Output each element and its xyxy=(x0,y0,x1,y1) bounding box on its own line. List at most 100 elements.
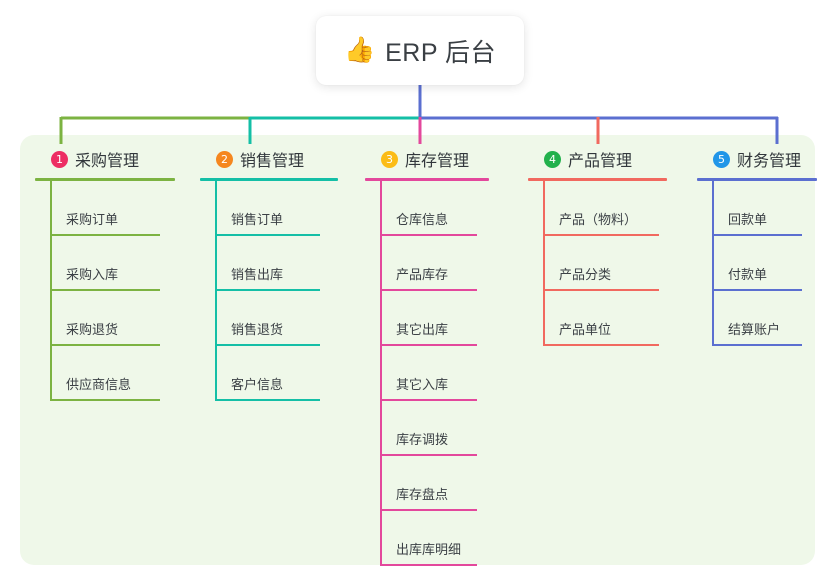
leaf-item-rule xyxy=(50,289,160,291)
leaf-item-label: 其它出库 xyxy=(396,322,449,337)
leaf-item-rule xyxy=(380,454,477,456)
column-title: 销售管理 xyxy=(240,153,305,170)
column-header-3[interactable]: 3 库存管理 xyxy=(365,146,477,172)
column-items: 采购订单采购入库采购退货供应商信息 xyxy=(35,181,163,401)
leaf-item[interactable]: 仓库信息 xyxy=(365,181,477,236)
column-header-5[interactable]: 5 财务管理 xyxy=(697,146,805,172)
column-5: 5 财务管理回款单付款单结算账户 xyxy=(697,146,817,346)
column-items: 产品（物料） 产品分类产品单位 xyxy=(528,181,659,346)
leaf-item[interactable]: 采购入库 xyxy=(35,236,163,291)
leaf-item[interactable]: 采购退货 xyxy=(35,291,163,346)
column-2: 2 销售管理销售订单销售出库销售退货客户信息 xyxy=(200,146,338,401)
column-4: 4 产品管理产品（物料） 产品分类产品单位 xyxy=(528,146,667,346)
leaf-item[interactable]: 产品库存 xyxy=(365,236,477,291)
leaf-item[interactable]: 供应商信息 xyxy=(35,346,163,401)
diagram-panel xyxy=(20,135,815,565)
column-1: 1 采购管理采购订单采购入库采购退货供应商信息 xyxy=(35,146,175,401)
leaf-item-rule xyxy=(50,399,160,401)
column-title: 财务管理 xyxy=(737,153,802,170)
leaf-item-rule xyxy=(380,564,477,566)
leaf-item[interactable]: 结算账户 xyxy=(697,291,805,346)
column-number-badge: 3 xyxy=(381,150,398,168)
leaf-item[interactable]: 产品分类 xyxy=(528,236,659,291)
leaf-item-label: 仓库信息 xyxy=(396,212,449,227)
column-number-badge: 1 xyxy=(51,150,68,168)
leaf-item-rule xyxy=(380,399,477,401)
leaf-item[interactable]: 客户信息 xyxy=(200,346,326,401)
leaf-item-rule xyxy=(543,289,659,291)
column-number-badge: 5 xyxy=(713,150,730,168)
column-items: 回款单付款单结算账户 xyxy=(697,181,805,346)
leaf-item-label: 销售订单 xyxy=(231,212,284,227)
column-spine xyxy=(543,181,545,346)
leaf-item[interactable]: 回款单 xyxy=(697,181,805,236)
leaf-item-label: 付款单 xyxy=(728,267,768,282)
leaf-item-label: 库存盘点 xyxy=(396,487,449,502)
column-number-badge: 4 xyxy=(544,150,561,168)
leaf-item[interactable]: 库存盘点 xyxy=(365,456,477,511)
column-header-1[interactable]: 1 采购管理 xyxy=(35,146,163,172)
leaf-item-rule xyxy=(215,399,320,401)
leaf-item-rule xyxy=(215,289,320,291)
column-header-rule xyxy=(365,178,489,181)
leaf-item-label: 产品库存 xyxy=(396,267,449,282)
leaf-item-label: 采购入库 xyxy=(66,267,119,282)
column-spine xyxy=(712,181,714,346)
column-items: 仓库信息产品库存其它出库其它入库库存调拨库存盘点出库库明细 xyxy=(365,181,477,566)
column-items: 销售订单销售出库销售退货客户信息 xyxy=(200,181,326,401)
leaf-item-label: 采购订单 xyxy=(66,212,119,227)
leaf-item-label: 客户信息 xyxy=(231,377,284,392)
leaf-item-rule xyxy=(543,344,659,346)
leaf-item-label: 产品单位 xyxy=(559,322,612,337)
column-header-rule xyxy=(528,178,667,181)
leaf-item-label: 出库库明细 xyxy=(396,542,462,557)
column-header-rule xyxy=(35,178,175,181)
column-spine xyxy=(50,181,52,401)
column-header-2[interactable]: 2 销售管理 xyxy=(200,146,326,172)
column-title: 产品管理 xyxy=(568,153,633,170)
leaf-item-rule xyxy=(712,344,802,346)
leaf-item-label: 其它入库 xyxy=(396,377,449,392)
leaf-item[interactable]: 产品（物料） xyxy=(528,181,659,236)
leaf-item-rule xyxy=(380,234,477,236)
column-title: 库存管理 xyxy=(405,153,470,170)
leaf-item-rule xyxy=(712,289,802,291)
leaf-item[interactable]: 库存调拨 xyxy=(365,401,477,456)
leaf-item[interactable]: 销售订单 xyxy=(200,181,326,236)
column-3: 3 库存管理仓库信息产品库存其它出库其它入库库存调拨库存盘点出库库明细 xyxy=(365,146,489,566)
leaf-item-rule xyxy=(380,344,477,346)
leaf-item-label: 供应商信息 xyxy=(66,377,132,392)
leaf-item-rule xyxy=(712,234,802,236)
column-number-badge: 2 xyxy=(216,150,233,168)
column-spine xyxy=(215,181,217,401)
thumbs-up-icon: 👍 xyxy=(343,36,376,64)
leaf-item-rule xyxy=(380,289,477,291)
leaf-item[interactable]: 其它出库 xyxy=(365,291,477,346)
leaf-item-label: 结算账户 xyxy=(728,322,781,337)
root-node-title: ERP 后台 xyxy=(385,38,497,67)
leaf-item-label: 采购退货 xyxy=(66,322,119,337)
leaf-item-label: 产品（物料） xyxy=(559,212,638,227)
leaf-item-label: 产品分类 xyxy=(559,267,612,282)
leaf-item[interactable]: 销售出库 xyxy=(200,236,326,291)
root-node-card[interactable]: 👍 ERP 后台 xyxy=(316,16,524,85)
leaf-item-rule xyxy=(50,344,160,346)
leaf-item-label: 销售出库 xyxy=(231,267,284,282)
column-header-rule xyxy=(697,178,817,181)
leaf-item-label: 回款单 xyxy=(728,212,768,227)
leaf-item[interactable]: 产品单位 xyxy=(528,291,659,346)
column-header-4[interactable]: 4 产品管理 xyxy=(528,146,655,172)
column-header-rule xyxy=(200,178,338,181)
leaf-item[interactable]: 出库库明细 xyxy=(365,511,477,566)
leaf-item-rule xyxy=(543,234,659,236)
leaf-item-rule xyxy=(380,509,477,511)
leaf-item[interactable]: 销售退货 xyxy=(200,291,326,346)
leaf-item[interactable]: 其它入库 xyxy=(365,346,477,401)
leaf-item-rule xyxy=(215,344,320,346)
leaf-item-rule xyxy=(50,234,160,236)
leaf-item-label: 销售退货 xyxy=(231,322,284,337)
leaf-item[interactable]: 采购订单 xyxy=(35,181,163,236)
leaf-item-label: 库存调拨 xyxy=(396,432,449,447)
leaf-item[interactable]: 付款单 xyxy=(697,236,805,291)
column-title: 采购管理 xyxy=(75,153,140,170)
